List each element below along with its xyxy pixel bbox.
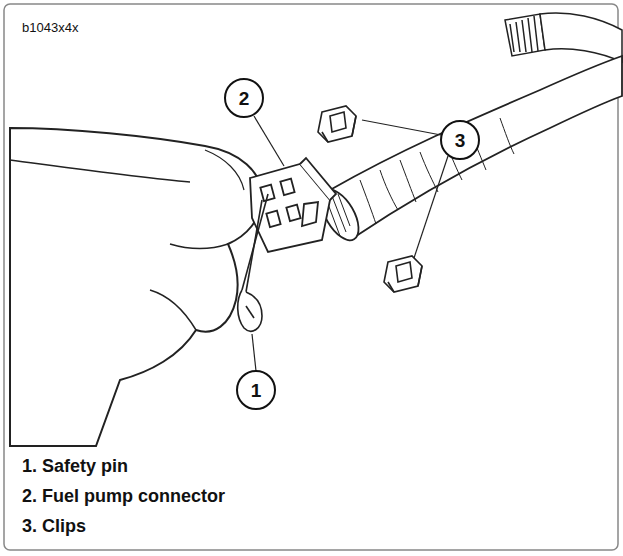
callout-number: 3 (455, 131, 466, 150)
leader-line (254, 116, 284, 166)
leader-line (252, 334, 256, 371)
callout-circle: 3 (440, 120, 480, 160)
upper-harness (505, 13, 622, 62)
callout-number: 1 (251, 381, 262, 400)
legend-key-text: 1. Safety pin (22, 456, 128, 477)
legend-key-text: 3. Clips (22, 516, 86, 537)
wiring-harness (314, 56, 622, 246)
callout-circle: 1 (236, 370, 276, 410)
clip (384, 256, 422, 292)
clip-edge (322, 116, 356, 142)
clip (318, 106, 356, 142)
tape-wrap (360, 118, 514, 224)
pin-cavity (280, 179, 294, 195)
callout-number: 2 (239, 89, 250, 108)
connector-latch (302, 202, 318, 226)
clips (318, 106, 422, 292)
leader-line (414, 156, 448, 258)
clip-edge (388, 266, 422, 292)
hand-outline (10, 128, 262, 446)
pin-clasp (246, 306, 254, 318)
finger-crease (150, 290, 196, 330)
leader-line (362, 120, 441, 135)
connector-side (300, 158, 336, 200)
frame (4, 4, 618, 550)
clip-slot (330, 112, 346, 132)
pin-cavity (266, 211, 280, 227)
safety-pin (238, 194, 268, 331)
wire-ends (328, 194, 350, 236)
pin-cavity (286, 205, 300, 221)
figure-id: b1043x4x (22, 20, 78, 35)
clip-slot (396, 262, 412, 282)
pin-head (238, 290, 262, 331)
leader-lines (252, 116, 448, 371)
thumbnail (205, 150, 244, 190)
thumb-crease (170, 244, 228, 249)
harness-tube (330, 56, 622, 240)
fuel-pump-connector (250, 158, 336, 252)
harness-tube (540, 13, 622, 62)
pin-shaft (246, 200, 262, 292)
hand (10, 128, 262, 446)
legend-key-text: 2. Fuel pump connector (22, 486, 225, 507)
harness-ribs (510, 16, 538, 52)
callout-circle: 2 (224, 78, 264, 118)
harness-end (505, 14, 545, 56)
finger-crease (10, 160, 190, 182)
